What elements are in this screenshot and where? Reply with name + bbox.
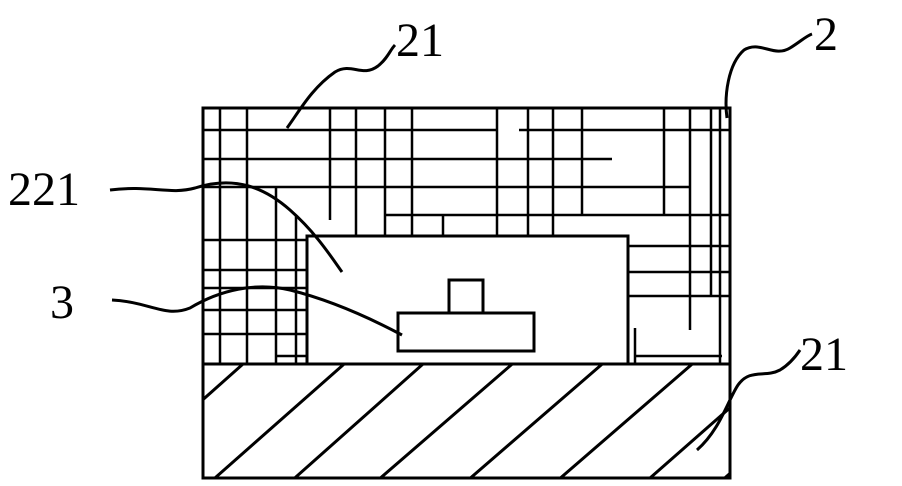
label-left-upper: 221 bbox=[8, 163, 80, 216]
label-top-left: 21 bbox=[396, 14, 444, 67]
label-top-right: 2 bbox=[814, 8, 838, 61]
label-bottom-right: 21 bbox=[800, 328, 848, 381]
label-left-lower: 3 bbox=[50, 276, 74, 329]
